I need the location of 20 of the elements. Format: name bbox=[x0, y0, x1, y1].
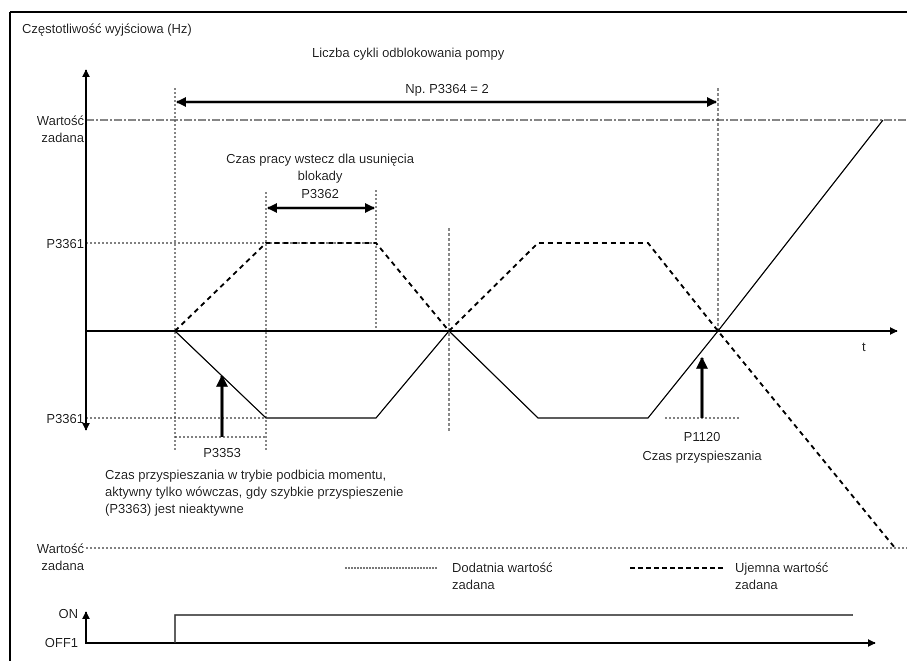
dimension-label: P3362 bbox=[301, 185, 339, 202]
axis-tick-label: Wartość zadana bbox=[36, 112, 84, 146]
leader-arrow bbox=[696, 356, 708, 418]
parameter-label: P3353 bbox=[203, 444, 241, 461]
axis-label: Liczba cykli odblokowania pompy bbox=[312, 44, 504, 61]
axis-label: t bbox=[862, 338, 866, 355]
legend-label: Ujemna wartość zadana bbox=[735, 559, 830, 593]
legend-label: Dodatnia wartość zadana bbox=[452, 559, 554, 593]
axis-tick-label: P3361 bbox=[46, 235, 84, 252]
axis-tick-label: OFF1 bbox=[44, 634, 78, 651]
axis-label: Częstotliwość wyjściowa (Hz) bbox=[22, 20, 193, 37]
axis-tick-label: ON bbox=[58, 605, 78, 622]
axis-tick-label: Wartość zadana bbox=[36, 540, 84, 574]
leader-arrow bbox=[216, 374, 228, 437]
dimension-label: Np. P3364 = 2 bbox=[405, 80, 489, 97]
annotation-text: Czas przyspieszania w trybie podbicia momentu, aktywny tylko wówczas, gdy szybkie przyspieszenie (P3363) jest nieaktywne bbox=[105, 466, 404, 517]
parameter-label: P1120 bbox=[684, 428, 720, 445]
annotation-text: Czas pracy wstecz dla usunięcia blokady bbox=[225, 150, 415, 184]
axis-tick-label: P3361 bbox=[46, 410, 84, 427]
annotation-text: Czas przyspieszania bbox=[642, 447, 762, 464]
